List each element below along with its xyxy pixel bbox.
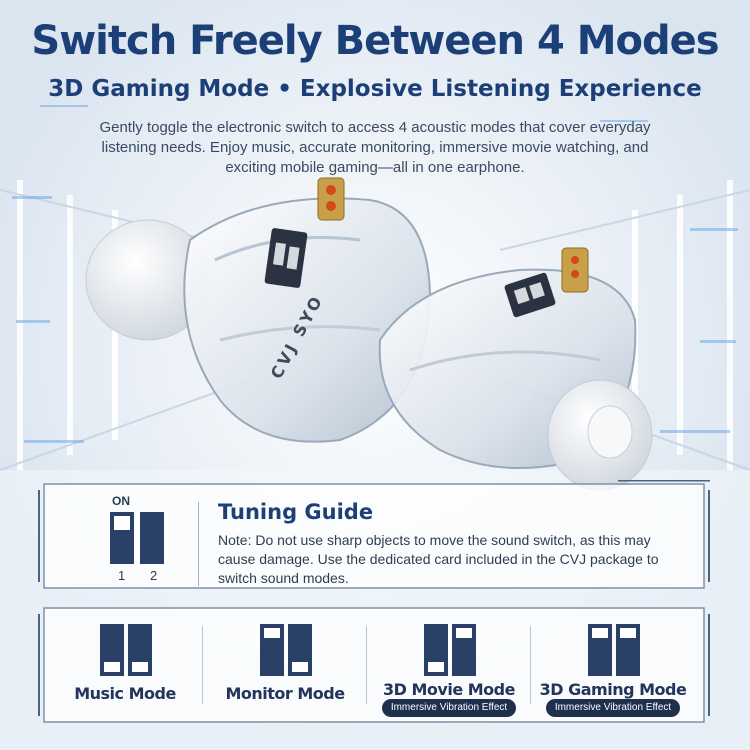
mode-divider xyxy=(202,626,203,704)
panel-frame xyxy=(38,607,710,723)
switch-2-label: 2 xyxy=(150,568,158,583)
divider xyxy=(198,502,199,586)
mode-label: 3D Movie Mode xyxy=(383,680,515,699)
switch-on-label: ON xyxy=(112,494,130,508)
description-text: Gently toggle the electronic switch to a… xyxy=(99,119,651,176)
mode-label: Monitor Mode xyxy=(225,684,345,703)
mode-3d-gaming: 3D Gaming Mode Immersive Vibration Effec… xyxy=(538,604,688,726)
right-earphone xyxy=(378,247,653,490)
dip-switch-icon xyxy=(110,512,164,564)
mode-3d-movie: 3D Movie Mode Immersive Vibration Effect xyxy=(374,604,524,726)
mode-monitor: Monitor Mode xyxy=(210,604,360,726)
earphones-image: CVJ SYO xyxy=(85,177,653,490)
mode-music: Music Mode xyxy=(50,604,200,726)
mode-divider xyxy=(366,626,367,704)
music-mode-switch-icon xyxy=(100,624,152,676)
left-earphone: CVJ SYO xyxy=(85,177,432,443)
mode-label: 3D Gaming Mode xyxy=(539,680,687,699)
movie-mode-switch-icon xyxy=(424,624,476,676)
subheadline: 3D Gaming Mode • Explosive Listening Exp… xyxy=(48,76,702,102)
tuning-guide-note: Note: Do not use sharp objects to move t… xyxy=(218,532,659,586)
mode-label: Music Mode xyxy=(74,684,176,703)
gaming-mode-switch-icon xyxy=(588,624,640,676)
headline: Switch Freely Between 4 Modes xyxy=(31,18,719,64)
tuning-guide-title: Tuning Guide xyxy=(218,500,374,524)
modes-panel: Music Mode Monitor Mode 3D Movie Mode Im… xyxy=(38,604,710,726)
mode-divider xyxy=(530,626,531,704)
switch-1-label: 1 xyxy=(118,568,126,583)
panel-frame xyxy=(38,480,710,589)
monitor-mode-switch-icon xyxy=(260,624,312,676)
tuning-guide-panel: ON 1 2 Tuning Guide Note: Do not use sha… xyxy=(38,480,710,592)
mode-effect-badge: Immersive Vibration Effect xyxy=(382,699,516,717)
mode-effect-badge: Immersive Vibration Effect xyxy=(546,699,680,717)
